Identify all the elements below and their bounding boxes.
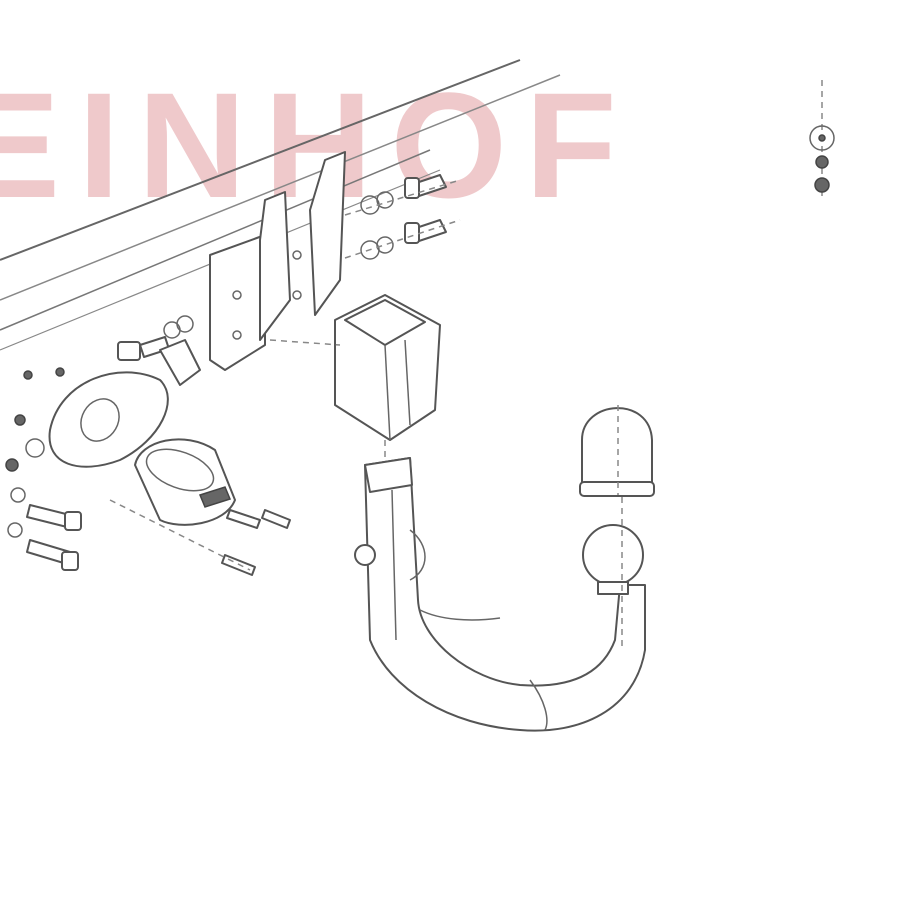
brand-watermark: EINHOF xyxy=(0,61,635,229)
ball-cap xyxy=(579,405,655,497)
socket-plate xyxy=(48,339,201,468)
mounting-bracket xyxy=(209,151,346,371)
towbar-arm xyxy=(354,457,646,732)
left-fasteners xyxy=(5,315,194,571)
right-fasteners xyxy=(809,80,835,200)
electrical-socket xyxy=(109,438,291,576)
receiver-housing xyxy=(269,294,441,460)
bolts-top xyxy=(344,174,461,260)
